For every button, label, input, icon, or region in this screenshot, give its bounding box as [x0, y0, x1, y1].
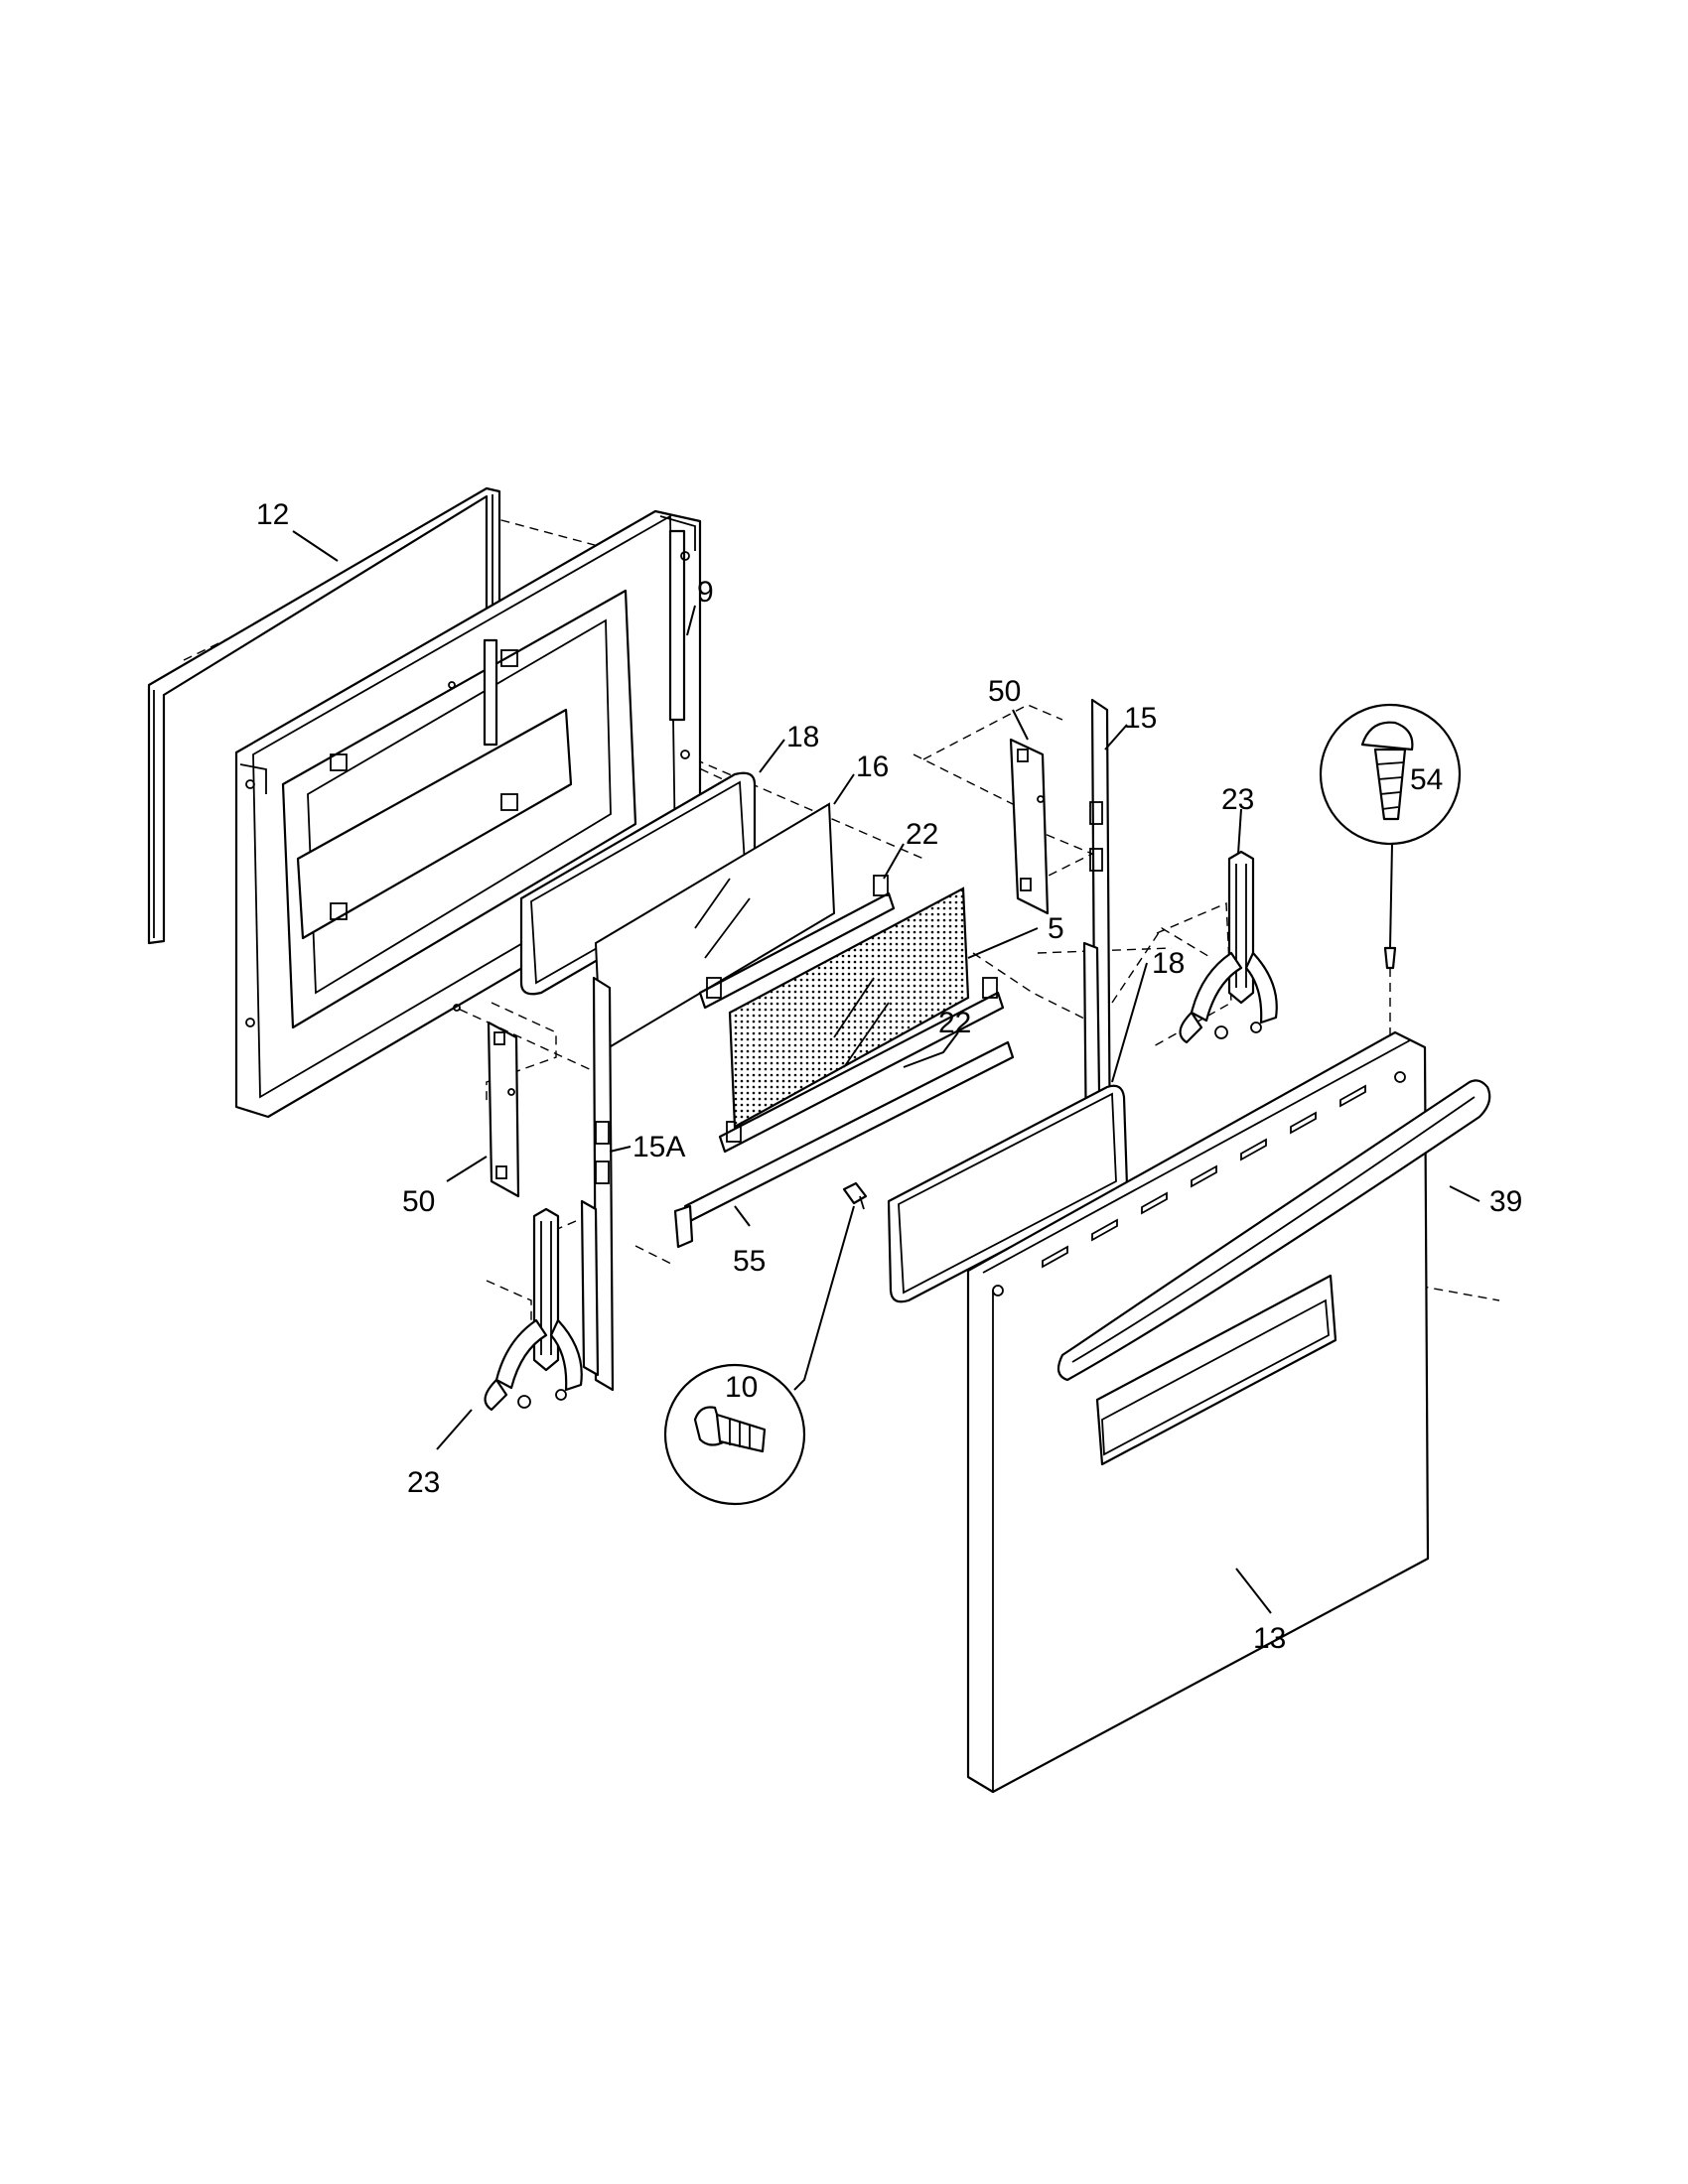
hinge-left	[484, 1207, 583, 1412]
inner-door-liner	[234, 509, 702, 1119]
vent-slots	[1042, 1084, 1366, 1269]
callout-12: 12	[256, 498, 289, 531]
callout-13: 13	[1253, 1622, 1286, 1655]
leader-lines	[292, 530, 1480, 1614]
hinge-right	[1179, 850, 1278, 1044]
callout-50-upper: 50	[988, 675, 1021, 708]
callout-16: 16	[856, 751, 889, 783]
callout-23-right: 23	[1221, 783, 1254, 816]
callout-9: 9	[697, 576, 714, 609]
callout-55: 55	[733, 1245, 766, 1278]
glass-retainer-upper	[698, 875, 896, 1010]
insulation-screen	[728, 887, 970, 1129]
door-handle	[1056, 1079, 1491, 1382]
screw-54-detail	[1319, 703, 1462, 970]
callout-labels: 12 9 18 16 50 15 23 54 22 5 18 22 15A 50…	[256, 498, 1522, 1655]
callout-18-upper: 18	[786, 721, 819, 753]
shield-lower	[487, 1021, 520, 1198]
door-bottom-trim	[673, 1040, 1015, 1249]
callout-50-lower: 50	[402, 1185, 435, 1218]
callout-10: 10	[725, 1371, 758, 1404]
callout-5: 5	[1048, 912, 1064, 945]
callout-15A: 15A	[633, 1131, 685, 1163]
glass-retainer-lower	[718, 977, 1005, 1154]
door-channel-left	[580, 976, 615, 1392]
shield-upper	[1009, 738, 1050, 915]
screw-10-detail	[663, 1363, 806, 1506]
callout-23-left: 23	[407, 1466, 440, 1499]
callout-18-lower: 18	[1152, 947, 1185, 980]
callout-54: 54	[1410, 763, 1443, 796]
screw-10-small	[842, 1181, 868, 1210]
callout-22-lower: 22	[938, 1007, 971, 1039]
callout-39: 39	[1489, 1185, 1522, 1218]
callout-22-upper: 22	[906, 818, 938, 851]
callout-15: 15	[1124, 702, 1157, 735]
